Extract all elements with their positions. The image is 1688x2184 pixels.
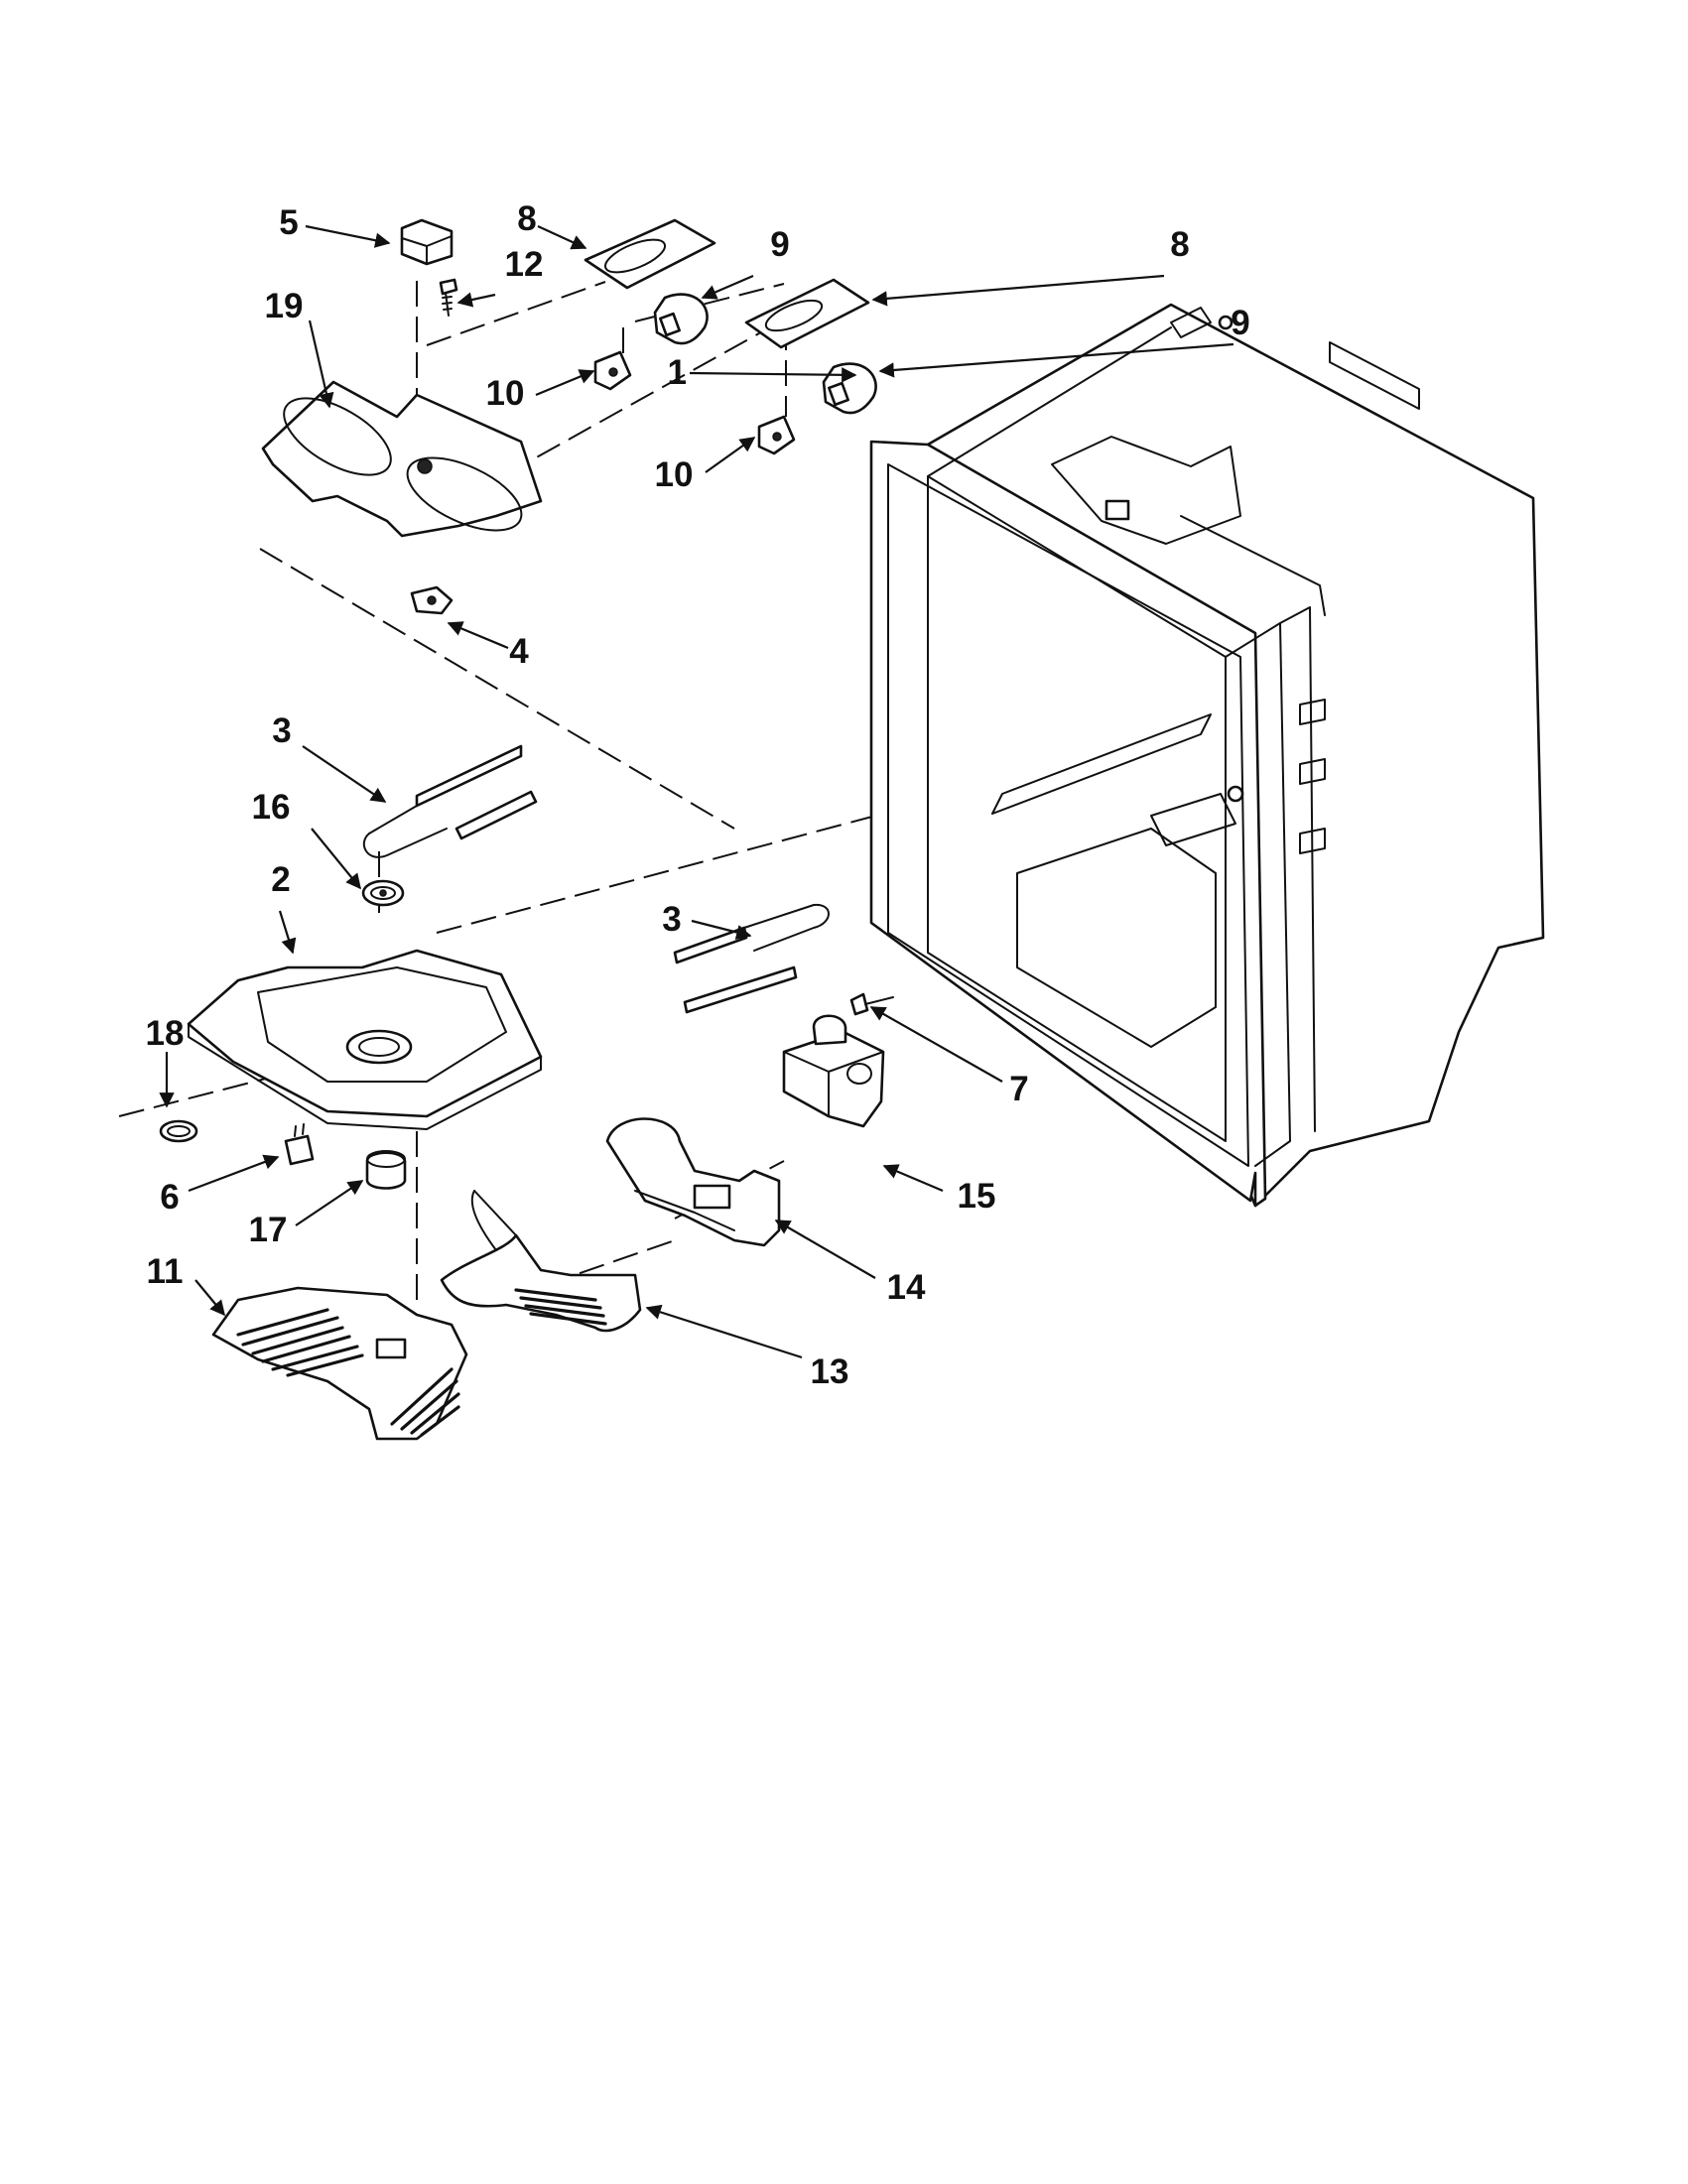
part-7-screw (849, 992, 894, 1016)
part-9-bulb-left (653, 293, 709, 345)
callout-1: 1 (668, 353, 687, 392)
part-3-tube-lower (673, 903, 830, 1014)
part-9-bulb-right (822, 362, 877, 415)
callout-14: 14 (887, 1268, 926, 1307)
part-4-socket (410, 585, 454, 615)
callout-6: 6 (160, 1178, 179, 1217)
callout-3-upper: 3 (272, 711, 291, 750)
callout-labels: 1 2 3 3 4 5 6 7 8 8 9 9 10 10 11 12 13 1… (146, 199, 1250, 1391)
part-11-grille (211, 1286, 468, 1441)
part-5-light-module (400, 218, 454, 266)
callout-9-right: 9 (1231, 304, 1249, 342)
callout-17: 17 (249, 1211, 288, 1249)
callout-8-right: 8 (1170, 225, 1189, 264)
part-13-air-duct (440, 1190, 642, 1333)
callout-8-left: 8 (517, 199, 536, 238)
callout-16: 16 (252, 788, 291, 827)
part-16-fan-guard (361, 879, 405, 907)
callout-10-left: 10 (486, 374, 525, 413)
callout-15: 15 (958, 1177, 996, 1216)
callout-13: 13 (811, 1352, 849, 1391)
part-15-control-housing (782, 1014, 885, 1128)
callout-10-right: 10 (655, 455, 694, 494)
part-18-grommet (159, 1119, 198, 1143)
part-1-refrigerator-liner (869, 303, 1545, 1208)
callout-19: 19 (265, 287, 304, 325)
callout-7: 7 (1009, 1070, 1028, 1108)
callout-11: 11 (147, 1252, 184, 1291)
callout-12: 12 (505, 245, 544, 284)
part-6-switch (284, 1123, 315, 1166)
leader-arrows (159, 224, 1234, 1359)
part-14-diffuser (605, 1117, 781, 1247)
callout-5: 5 (279, 203, 298, 242)
callout-18: 18 (146, 1014, 185, 1053)
callout-3-lower: 3 (662, 900, 681, 939)
part-19-light-housing (261, 380, 543, 538)
part-10-socket-right (757, 415, 796, 455)
callout-9-left: 9 (770, 225, 789, 264)
callout-4: 4 (509, 632, 529, 671)
part-17-motor (365, 1150, 407, 1190)
part-8-light-shield-right (744, 278, 870, 349)
part-2-fan-housing (187, 949, 543, 1130)
part-10-socket-left (593, 350, 632, 391)
part-3-tube-upper (362, 744, 538, 858)
part-8-light-shield-left (584, 218, 716, 290)
callout-2: 2 (271, 860, 290, 899)
part-12-screw (439, 278, 458, 317)
